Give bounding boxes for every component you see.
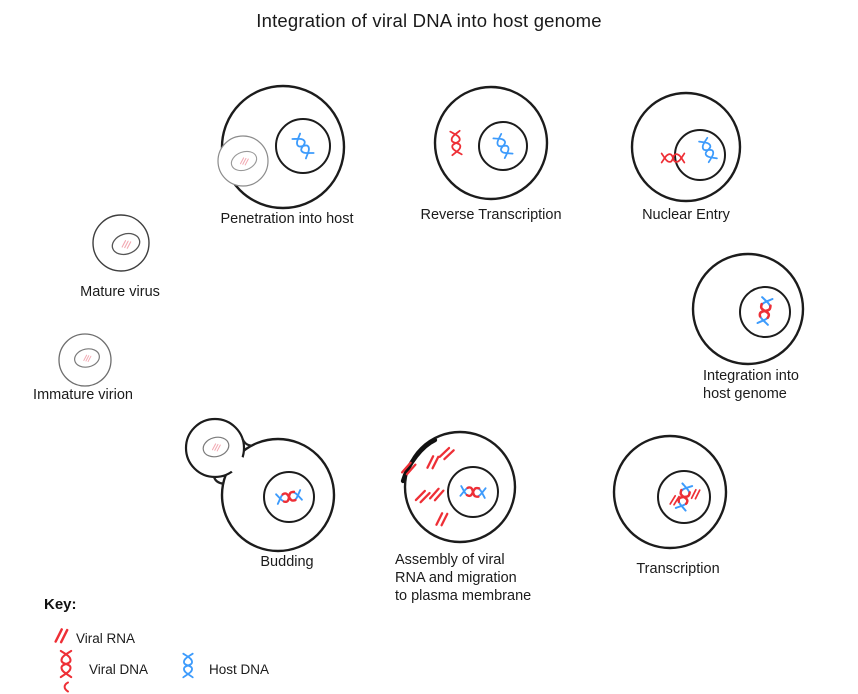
- stage-assembly: [398, 428, 533, 553]
- stage-penetration: [205, 76, 360, 218]
- viral-dna-icon: [59, 649, 73, 693]
- integration-label: Integration into host genome: [703, 367, 799, 403]
- assembly-label-line3: to plasma membrane: [395, 588, 532, 604]
- stage-budding: [170, 403, 350, 555]
- cropped-dna-curl: [63, 681, 69, 693]
- immature-virion-diagram: [58, 333, 112, 387]
- stage-reverse-transcription: [430, 82, 560, 210]
- stage-immature-virion: [56, 331, 114, 389]
- assembly-diagram: [400, 430, 517, 544]
- key-viral-rna-icon-box: [52, 627, 70, 645]
- nuclear-entry-label: Nuclear Entry: [642, 207, 730, 223]
- page-title: Integration of viral DNA into host genom…: [256, 10, 602, 31]
- mature-virus-label: Mature virus: [80, 284, 160, 300]
- neck-opening: [226, 454, 250, 476]
- stage-transcription: [612, 432, 740, 558]
- stage-nuclear-entry: [620, 88, 752, 212]
- key-viral-dna-label: Viral DNA: [89, 662, 149, 677]
- transcription-label: Transcription: [636, 561, 720, 577]
- host-dna-icon: [182, 652, 194, 679]
- assembly-label-line1: Assembly of viral: [395, 552, 505, 568]
- penetration-label: Penetration into host: [220, 211, 354, 227]
- assembly-label: Assembly of viral RNA and migration to p…: [395, 551, 531, 605]
- thickened-plasma-membrane: [400, 437, 438, 484]
- capsid: [111, 232, 141, 256]
- integration-label-line2: host genome: [703, 386, 787, 402]
- key-host-dna-label: Host DNA: [209, 662, 270, 677]
- reverse-transcription-diagram: [433, 85, 549, 201]
- budding-label: Budding: [260, 554, 314, 570]
- capsid: [230, 150, 258, 172]
- mature-virus-diagram: [92, 214, 150, 272]
- key-host-dna-icon-box: [178, 652, 202, 682]
- integration-diagram: [691, 252, 805, 366]
- integration-label-line1: Integration into: [703, 368, 799, 384]
- capsid: [74, 348, 100, 368]
- transcription-diagram: [612, 434, 728, 550]
- key-viral-dna-icon-box: [55, 649, 81, 694]
- penetration-diagram: [217, 84, 346, 210]
- neck-curve: [241, 437, 253, 447]
- assembly-label-line2: RNA and migration: [395, 570, 517, 586]
- stage-mature-virus: [88, 210, 154, 274]
- capsid: [202, 436, 230, 458]
- stage-integration: [690, 250, 812, 370]
- viral-rna-icon: [54, 628, 69, 644]
- reverse-transcription-label: Reverse Transcription: [420, 207, 562, 223]
- neck-curve: [212, 475, 225, 485]
- immature-virion-label: Immature virion: [33, 387, 133, 403]
- key-viral-rna-label: Viral RNA: [76, 631, 136, 646]
- budding-diagram: [184, 417, 336, 553]
- key-heading: Key:: [44, 596, 77, 613]
- nuclear-entry-diagram: [630, 91, 742, 203]
